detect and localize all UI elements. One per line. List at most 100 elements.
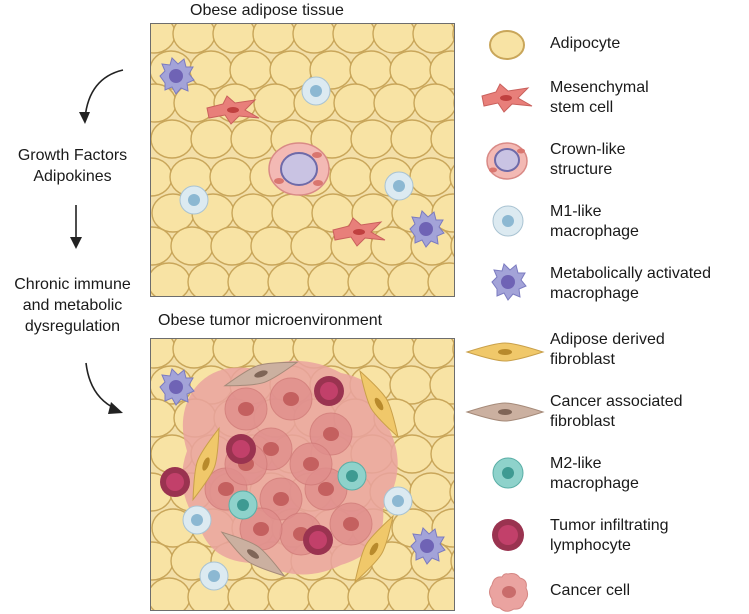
adipocyte	[387, 577, 431, 610]
adipocyte	[170, 226, 214, 266]
adipocyte	[370, 226, 414, 266]
adipocyte	[453, 98, 454, 108]
tumor-infiltrating-lymphocyte	[303, 525, 333, 555]
m1-macrophage	[182, 505, 212, 535]
cancer-cell-nucleus	[218, 482, 234, 496]
adipocyte	[413, 83, 454, 123]
adipocyte	[413, 398, 454, 438]
adipocyte	[449, 479, 454, 505]
legend-label-cancer-cell: Cancer cell	[550, 582, 631, 599]
cancer-cell-nucleus	[263, 442, 279, 456]
cancer-cell-nucleus	[323, 427, 339, 441]
adipocyte	[389, 50, 433, 90]
cancer-cell-nucleus	[318, 482, 334, 496]
adipose-derived-fibroblast-icon	[465, 342, 545, 362]
tumor-infiltrating-lymphocyte	[160, 467, 190, 497]
legend-label-adipocyte: Adipocyte	[550, 35, 621, 52]
m1-macrophage	[384, 171, 414, 201]
adipocyte	[429, 50, 454, 90]
adipocyte	[227, 577, 271, 610]
adipocyte	[387, 262, 431, 296]
adipocyte	[267, 577, 311, 610]
cancer-associated-fibroblast	[223, 361, 299, 387]
tumor-infiltrating-lymphocyte	[226, 434, 256, 464]
adipocyte	[250, 226, 294, 266]
adipocyte	[412, 339, 454, 369]
adipocyte	[151, 119, 194, 159]
activated-macrophage	[409, 210, 445, 248]
down-arrow	[70, 205, 82, 249]
adipocyte	[209, 157, 253, 197]
mesenchymal-stem-cell	[206, 95, 260, 125]
adipocyte	[230, 119, 274, 159]
cancer-cell-nucleus	[303, 457, 319, 471]
adipocyte	[231, 193, 275, 233]
mesenchymal-stem-cell	[332, 217, 386, 247]
adipocyte	[453, 413, 454, 423]
cancer-associated-fibroblast	[220, 531, 286, 577]
adipose-derived-fibroblast	[359, 369, 399, 439]
adipocyte	[450, 550, 454, 572]
adipocyte-icon	[489, 30, 525, 60]
adipocyte	[187, 262, 231, 296]
adipocyte	[452, 26, 454, 42]
tumor-infiltrating-lymphocyte-icon	[492, 519, 524, 551]
m2-macrophage	[228, 490, 258, 520]
adipocyte	[430, 434, 454, 474]
adipocyte	[151, 262, 191, 296]
m1-macrophage	[179, 185, 209, 215]
adipocyte	[349, 50, 393, 90]
crown-like-structure-icon	[486, 142, 528, 180]
adipocyte	[333, 83, 377, 123]
adipocyte	[449, 164, 454, 190]
curved-arrow-bottom	[85, 362, 123, 414]
cancer-cell-nucleus	[238, 402, 254, 416]
adipocyte	[329, 157, 373, 197]
adipocyte	[373, 83, 417, 123]
metabolically-activated-macrophage-icon	[491, 263, 527, 301]
adipocyte	[390, 119, 434, 159]
adipocyte	[151, 577, 191, 610]
activated-macrophage	[159, 57, 195, 95]
adipocyte	[347, 262, 391, 296]
growth-factors-text: Growth Factors Adipokines	[17, 147, 128, 185]
adipocyte	[450, 235, 454, 257]
adipocyte	[307, 262, 351, 296]
dysregulation-text: Chronic immune and metabolic dysregulati…	[14, 276, 131, 335]
adipocyte	[210, 226, 254, 266]
adipocyte	[267, 262, 311, 296]
curved-arrow-top	[79, 69, 124, 124]
adipocyte	[350, 119, 394, 159]
adipocyte	[427, 262, 454, 296]
bottom-panel-title: Obese tumor microenvironment	[158, 312, 383, 329]
cancer-cell-nucleus	[253, 522, 269, 536]
cancer-cell-icon	[489, 573, 529, 612]
m2-macrophage-icon	[492, 457, 524, 489]
adipocyte	[253, 83, 297, 123]
adipose-derived-fibroblast	[192, 426, 220, 502]
activated-macrophage	[410, 527, 446, 565]
adipocyte	[271, 193, 315, 233]
adipocyte	[409, 472, 453, 512]
adipocyte	[452, 341, 454, 357]
activated-macrophage	[159, 368, 195, 406]
adipose-derived-fibroblast	[354, 514, 394, 584]
cancer-cell-nucleus	[273, 492, 289, 506]
adipocyte	[190, 119, 234, 159]
cancer-cell-nucleus	[343, 517, 359, 531]
adipocyte	[430, 119, 454, 159]
adipocyte	[429, 365, 454, 405]
adipose-tissue-panel	[150, 23, 455, 297]
adipocyte	[189, 50, 233, 90]
adipocyte	[227, 262, 271, 296]
m2-macrophage	[337, 461, 367, 491]
adipocyte	[229, 50, 273, 90]
